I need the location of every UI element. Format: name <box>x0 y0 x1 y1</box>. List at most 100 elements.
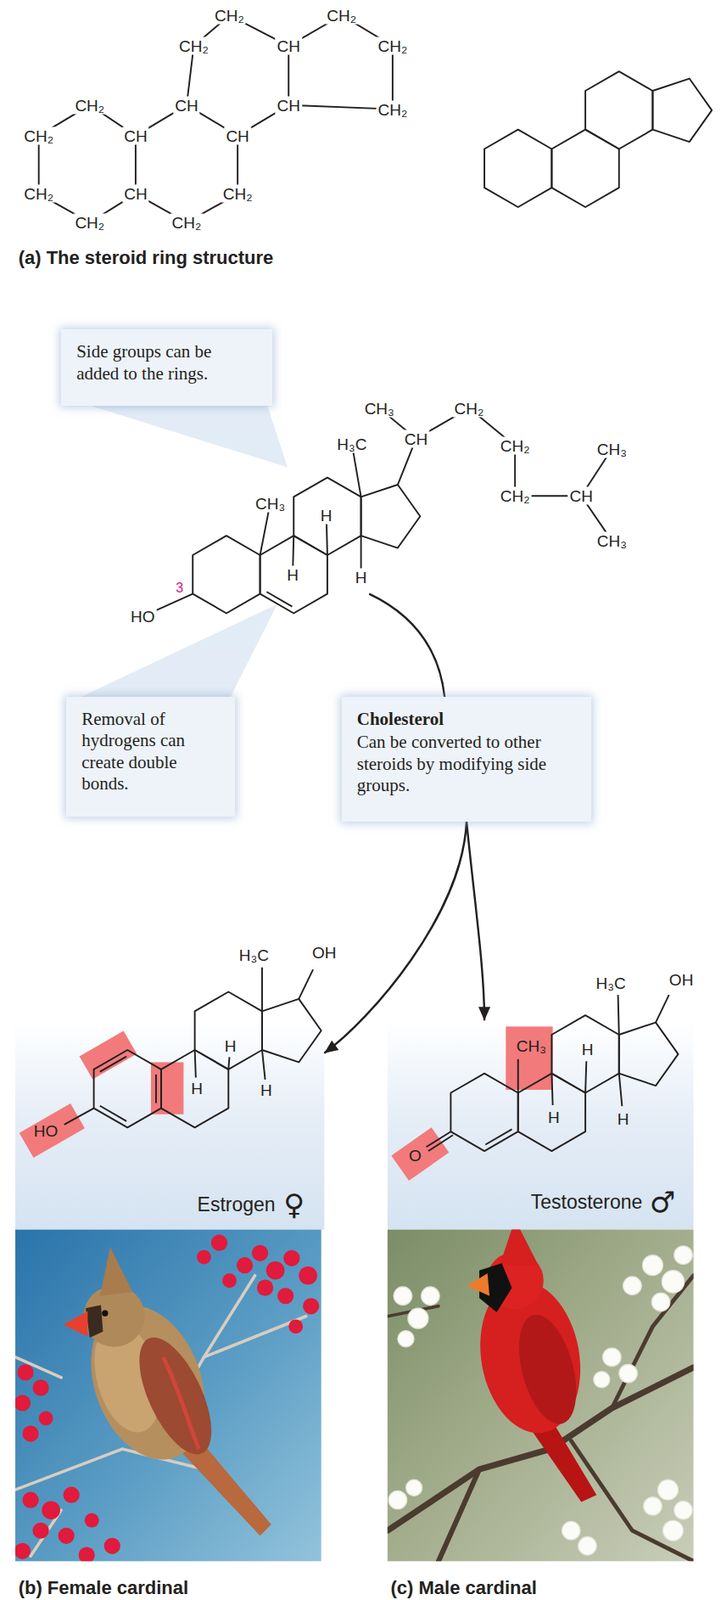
side-chain-bond <box>142 408 612 616</box>
male-cardinal-photo <box>397 1330 414 1347</box>
atom-label: CH <box>223 126 251 145</box>
female-cardinal-photo <box>283 1249 300 1266</box>
testosterone-structure <box>619 1022 679 1086</box>
info-box: CholesterolCan be converted to other ste… <box>341 696 593 822</box>
atom-label: CH₂ <box>22 126 56 145</box>
steroid-skeleton <box>585 71 653 149</box>
testosterone-structure <box>426 994 679 1151</box>
atom-label: CH₂ <box>170 213 204 232</box>
atom-label: CH₂ <box>375 100 409 118</box>
atom-label: H₃C <box>239 946 269 963</box>
female-cardinal-photo <box>58 1526 75 1543</box>
male-cardinal-photo <box>421 1285 441 1305</box>
female-cardinal-photo <box>266 1260 286 1280</box>
male-cardinal-photo <box>657 1478 678 1499</box>
callout-box: Side groups can be added to the rings. <box>61 329 273 406</box>
atom-label: H <box>581 1039 594 1057</box>
female-cardinal-photo <box>63 1310 89 1336</box>
atom-label: CH <box>122 126 149 145</box>
conversion-arrow <box>466 821 485 1020</box>
male-cardinal-photo <box>387 1229 694 1561</box>
atom-label: CH₂ <box>375 37 409 56</box>
female-cardinal-photo <box>83 1285 146 1347</box>
sex-symbol: ♂ <box>649 1186 676 1216</box>
male-cardinal-photo <box>642 1254 663 1275</box>
testosterone-structure <box>485 1128 512 1144</box>
box-text: Side groups can be added to the rings. <box>76 340 258 384</box>
box-text: Can be converted to other steroids by mo… <box>357 731 551 796</box>
female-cardinal-photo <box>104 1537 121 1554</box>
atom-label: CH <box>122 184 149 203</box>
atom-label: HO <box>128 607 157 626</box>
testosterone-structure <box>518 1073 586 1151</box>
atom-label: CH₂ <box>72 213 107 232</box>
atom-label: OH <box>312 943 337 960</box>
female-cardinal-photo <box>302 1296 319 1314</box>
atom-label: H <box>547 1108 560 1125</box>
atom-label: CH₂ <box>324 6 358 25</box>
cholesterol-rings <box>361 484 421 548</box>
atom-label: OH <box>669 971 694 988</box>
atom-label: CH <box>275 37 302 56</box>
change-highlight <box>391 1126 449 1180</box>
female-cardinal-photo <box>78 1545 96 1560</box>
male-cardinal-photo <box>388 1489 408 1509</box>
atom-label: H <box>190 1078 203 1096</box>
female-cardinal-photo <box>15 1229 322 1561</box>
estrogen-structure <box>262 998 322 1062</box>
female-cardinal-photo <box>63 1486 80 1503</box>
hormone-name: Estrogen <box>197 1193 276 1213</box>
male-cardinal-photo <box>611 1274 694 1408</box>
estrogen-structure <box>161 1049 229 1127</box>
atom-label: CH₂ <box>212 6 246 25</box>
female-cardinal-photo <box>14 1229 322 1563</box>
female-cardinal-photo <box>236 1256 253 1273</box>
estrogen-structure <box>298 968 313 999</box>
male-cardinal-photo <box>674 1499 694 1519</box>
male-cardinal-photo <box>593 1370 610 1387</box>
male-cardinal-photo <box>643 1496 663 1515</box>
male-cardinal-photo <box>406 1478 423 1495</box>
steroid-skeleton <box>652 78 712 143</box>
atom-label: CH <box>402 429 430 448</box>
cholesterol-rings <box>192 535 260 613</box>
panel-ground <box>387 1019 694 1229</box>
male-cardinal-photo <box>619 1363 638 1382</box>
atom-label: CH₂ <box>452 398 487 417</box>
atom-label: CH₃ <box>595 439 629 458</box>
female-cardinal-photo <box>101 1309 108 1316</box>
atom-label: H <box>318 506 335 525</box>
estrogen-structure <box>100 1105 127 1121</box>
estrogen-structure <box>94 1049 162 1127</box>
figure-caption: (a) The steroid ring structure <box>18 248 274 268</box>
change-highlight <box>505 1025 553 1090</box>
male-cardinal-photo <box>393 1285 413 1305</box>
arrow-head <box>478 1006 491 1020</box>
female-cardinal-photo <box>257 1279 274 1296</box>
conversion-arrow <box>324 821 467 1053</box>
cholesterol-rings <box>192 477 420 614</box>
estrogen-structure <box>64 1107 95 1124</box>
arrow-head <box>324 1039 339 1053</box>
atom-label: CH₂ <box>22 184 56 203</box>
change-highlight <box>150 1061 184 1113</box>
atom-label: H <box>260 1081 273 1098</box>
atom-label: CH₂ <box>498 436 532 455</box>
testosterone-structure <box>450 1073 518 1151</box>
testosterone-structure <box>585 1060 587 1092</box>
atom-label: CH <box>275 95 302 114</box>
atom-label: H₃C <box>596 973 626 990</box>
male-cardinal-photo <box>508 1307 587 1430</box>
estrogen-structure <box>228 1056 230 1068</box>
estrogen-structure <box>155 1073 157 1103</box>
atom-label: CH₃ <box>516 1037 547 1054</box>
atom-label: CH₂ <box>498 486 532 505</box>
male-cardinal-photo <box>662 1519 683 1540</box>
testosterone-structure <box>551 1073 553 1105</box>
atom-label: H <box>224 1037 237 1054</box>
testosterone-structure <box>551 1014 619 1092</box>
male-cardinal-photo <box>438 1468 480 1560</box>
change-highlight <box>79 1029 138 1079</box>
female-cardinal-photo <box>16 1363 34 1380</box>
atom-label: CH₂ <box>177 37 211 56</box>
